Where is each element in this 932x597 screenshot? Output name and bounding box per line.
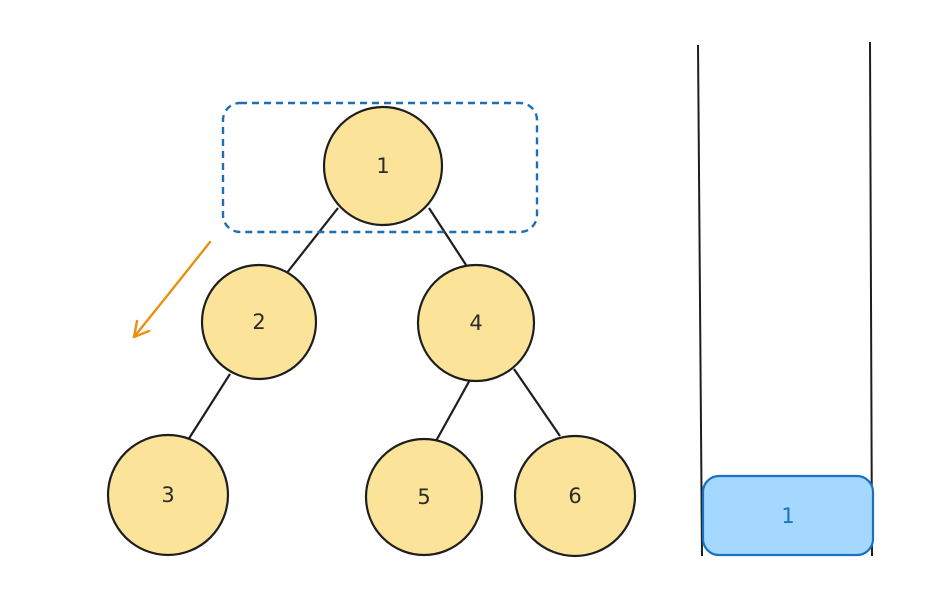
arrow-shaft bbox=[132, 240, 212, 339]
stack-item: 1 bbox=[701, 474, 875, 557]
tree-node-6: 6 bbox=[513, 434, 637, 558]
stack-item-label: 1 bbox=[781, 504, 794, 528]
node-label: 5 bbox=[417, 485, 430, 509]
edge-1-4 bbox=[428, 207, 469, 269]
edge-4-5 bbox=[435, 377, 472, 442]
stack-left-wall bbox=[697, 44, 703, 557]
edge-2-3 bbox=[187, 373, 231, 441]
tree-nodes: 1 2 4 3 5 6 bbox=[106, 105, 637, 558]
tree-node-1: 1 bbox=[322, 105, 444, 227]
stack: 1 bbox=[697, 41, 875, 557]
tree-node-2: 2 bbox=[200, 263, 318, 381]
node-circle bbox=[106, 433, 230, 557]
tree-edges bbox=[187, 207, 561, 442]
stack-item-box bbox=[701, 474, 875, 557]
node-circle bbox=[200, 263, 318, 381]
edge-1-2 bbox=[285, 207, 339, 275]
tree-node-4: 4 bbox=[416, 263, 536, 383]
tree-node-3: 3 bbox=[106, 433, 230, 557]
stack-right-wall bbox=[869, 41, 873, 557]
node-label: 4 bbox=[469, 311, 482, 335]
node-circle bbox=[364, 437, 484, 557]
node-circle bbox=[322, 105, 444, 227]
node-label: 6 bbox=[568, 484, 581, 508]
current-node-highlight-box bbox=[221, 101, 539, 234]
node-label: 2 bbox=[252, 310, 265, 334]
node-label: 3 bbox=[161, 483, 174, 507]
edge-4-6 bbox=[513, 368, 561, 437]
node-circle bbox=[416, 263, 536, 383]
node-label: 1 bbox=[376, 154, 389, 178]
arrow-head bbox=[132, 319, 151, 339]
traversal-arrow bbox=[132, 240, 212, 339]
tree-node-5: 5 bbox=[364, 437, 484, 557]
node-circle bbox=[513, 434, 637, 558]
